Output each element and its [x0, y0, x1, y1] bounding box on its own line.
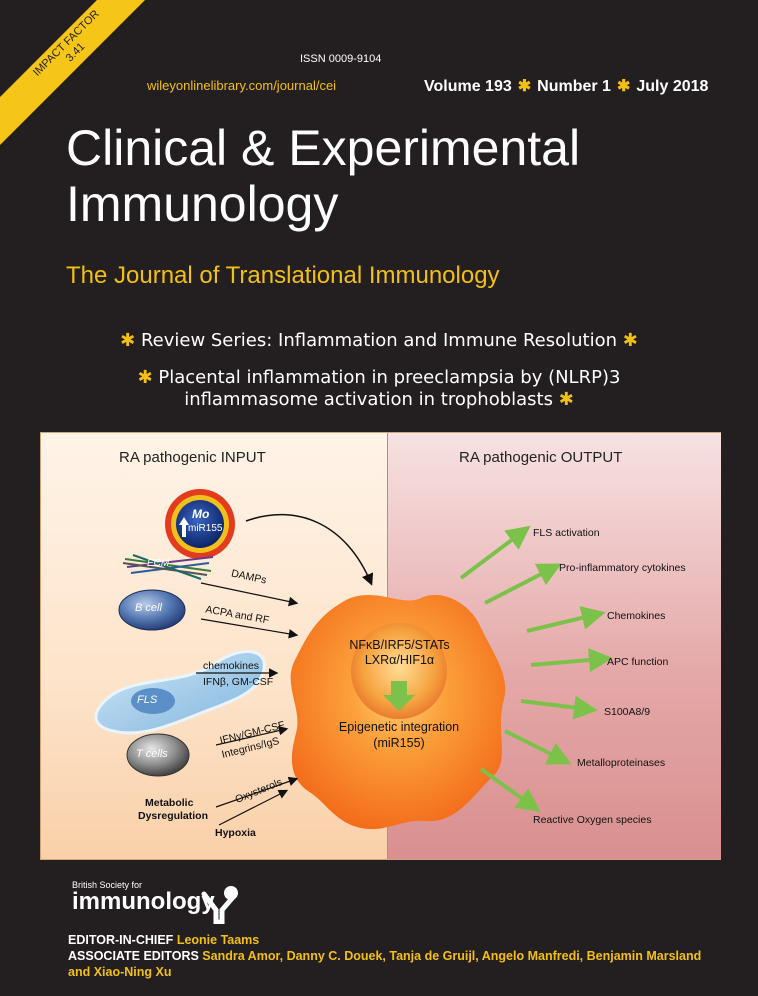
output-heading: RA pathogenic OUTPUT	[459, 449, 623, 466]
editor-in-chief-label: EDITOR-IN-CHIEF	[68, 933, 174, 947]
issue-date: July 2018	[636, 78, 709, 95]
fls-nucleus	[131, 688, 175, 714]
center-epigenetic: Epigenetic integration (miR155)	[319, 719, 479, 751]
mo-label: Mo	[192, 507, 210, 521]
mir155-label: miR155	[188, 523, 223, 534]
number: Number 1	[537, 78, 611, 95]
center-line-4: (miR155)	[373, 736, 425, 750]
fls-label: FLS	[137, 694, 158, 706]
output-arrow	[504, 729, 572, 765]
article-line-2: inflammasome activation in trophoblasts	[184, 389, 553, 410]
center-pathways: NFκB/IRF5/STATs LXRα/HIF1α	[327, 638, 472, 668]
ifnb-label: IFNβ, GM-CSF	[203, 676, 274, 688]
output-arrow	[479, 767, 541, 813]
editors-block: EDITOR-IN-CHIEF Leonie Taams ASSOCIATE E…	[68, 932, 701, 980]
chemokines-input-label: chemokines	[203, 660, 260, 672]
b-cell-label: B cell	[135, 602, 162, 614]
journal-title: Clinical & Experimental Immunology	[66, 120, 580, 232]
output-arrow	[526, 606, 606, 633]
cover-figure: RA pathogenic INPUT RA pathogenic OUTPUT…	[40, 432, 721, 860]
output-arrow	[520, 695, 598, 720]
society-name: immunology	[72, 888, 215, 915]
star-icon: ✱	[137, 367, 153, 388]
output-label-1: FLS activation	[533, 527, 600, 539]
fls-cell	[94, 650, 266, 735]
star-icon: ✱	[616, 78, 631, 95]
issn: ISSN 0009-9104	[300, 53, 382, 65]
society-logo: British Society for immunology	[72, 880, 215, 916]
up-arrow-icon	[179, 517, 189, 537]
journal-subtitle: The Journal of Translational Immunology	[66, 262, 500, 289]
mo-curve-arrow	[245, 513, 374, 586]
society-y-icon	[201, 886, 238, 924]
cell-nucleus	[351, 623, 447, 719]
volume: Volume 193	[424, 78, 512, 95]
output-label-2: Pro-inflammatory cytokines	[559, 562, 686, 574]
mo-cell-inner	[176, 500, 224, 548]
star-icon: ✱	[120, 330, 136, 351]
output-label-4: APC function	[607, 656, 669, 668]
issue-info: Volume 193 ✱ Number 1 ✱ July 2018	[424, 76, 708, 96]
t-cells	[126, 733, 190, 777]
center-line-2: LXRα/HIF1α	[364, 653, 435, 667]
output-arrow	[459, 525, 531, 580]
center-line-1: NFκB/IRF5/STATs	[349, 638, 450, 652]
ecm-fibers	[122, 554, 214, 580]
review-series-text: Review Series: Inflammation and Immune R…	[140, 330, 618, 351]
ecm-label: ECM	[147, 558, 170, 569]
down-arrow-icon	[383, 681, 415, 711]
hypoxia-label: Hypoxia	[215, 827, 256, 839]
title-line-1: Clinical & Experimental	[66, 120, 581, 176]
title-line-2: Immunology	[66, 176, 339, 232]
article-highlight: ✱ Placental inflammation in preeclampsia…	[0, 367, 758, 411]
associate-editors-names: Sandra Amor, Danny C. Douek, Tanja de Gr…	[202, 949, 702, 963]
figure-drawing	[94, 489, 613, 830]
review-series-highlight: ✱ Review Series: Inflammation and Immune…	[0, 330, 758, 351]
star-icon: ✱	[558, 389, 574, 410]
b-cell	[118, 589, 186, 631]
star-icon: ✱	[517, 78, 532, 95]
center-line-3: Epigenetic integration	[338, 720, 460, 734]
metabolic-label-1: Metabolic	[145, 797, 194, 809]
output-arrow	[484, 563, 562, 605]
associate-editors-label: ASSOCIATE EDITORS	[68, 949, 199, 963]
output-label-5: S100A8/9	[604, 706, 651, 718]
star-icon: ✱	[622, 330, 638, 351]
output-label-7: Reactive Oxygen species	[533, 814, 652, 826]
associate-editors-names-2: and Xiao-Ning Xu	[68, 965, 172, 979]
output-arrow	[530, 648, 613, 672]
journal-url[interactable]: wileyonlinelibrary.com/journal/cei	[147, 78, 337, 93]
t-cells-label: T cells	[136, 748, 168, 760]
input-heading: RA pathogenic INPUT	[119, 449, 266, 466]
output-label-3: Chemokines	[607, 610, 666, 622]
article-line-1: Placental inflammation in preeclampsia b…	[158, 367, 621, 388]
metabolic-label-2: Dysregulation	[138, 810, 209, 822]
editor-in-chief-name: Leonie Taams	[176, 933, 260, 947]
output-label-6: Metalloproteinases	[577, 757, 666, 769]
society-small-text: British Society for	[72, 880, 143, 890]
